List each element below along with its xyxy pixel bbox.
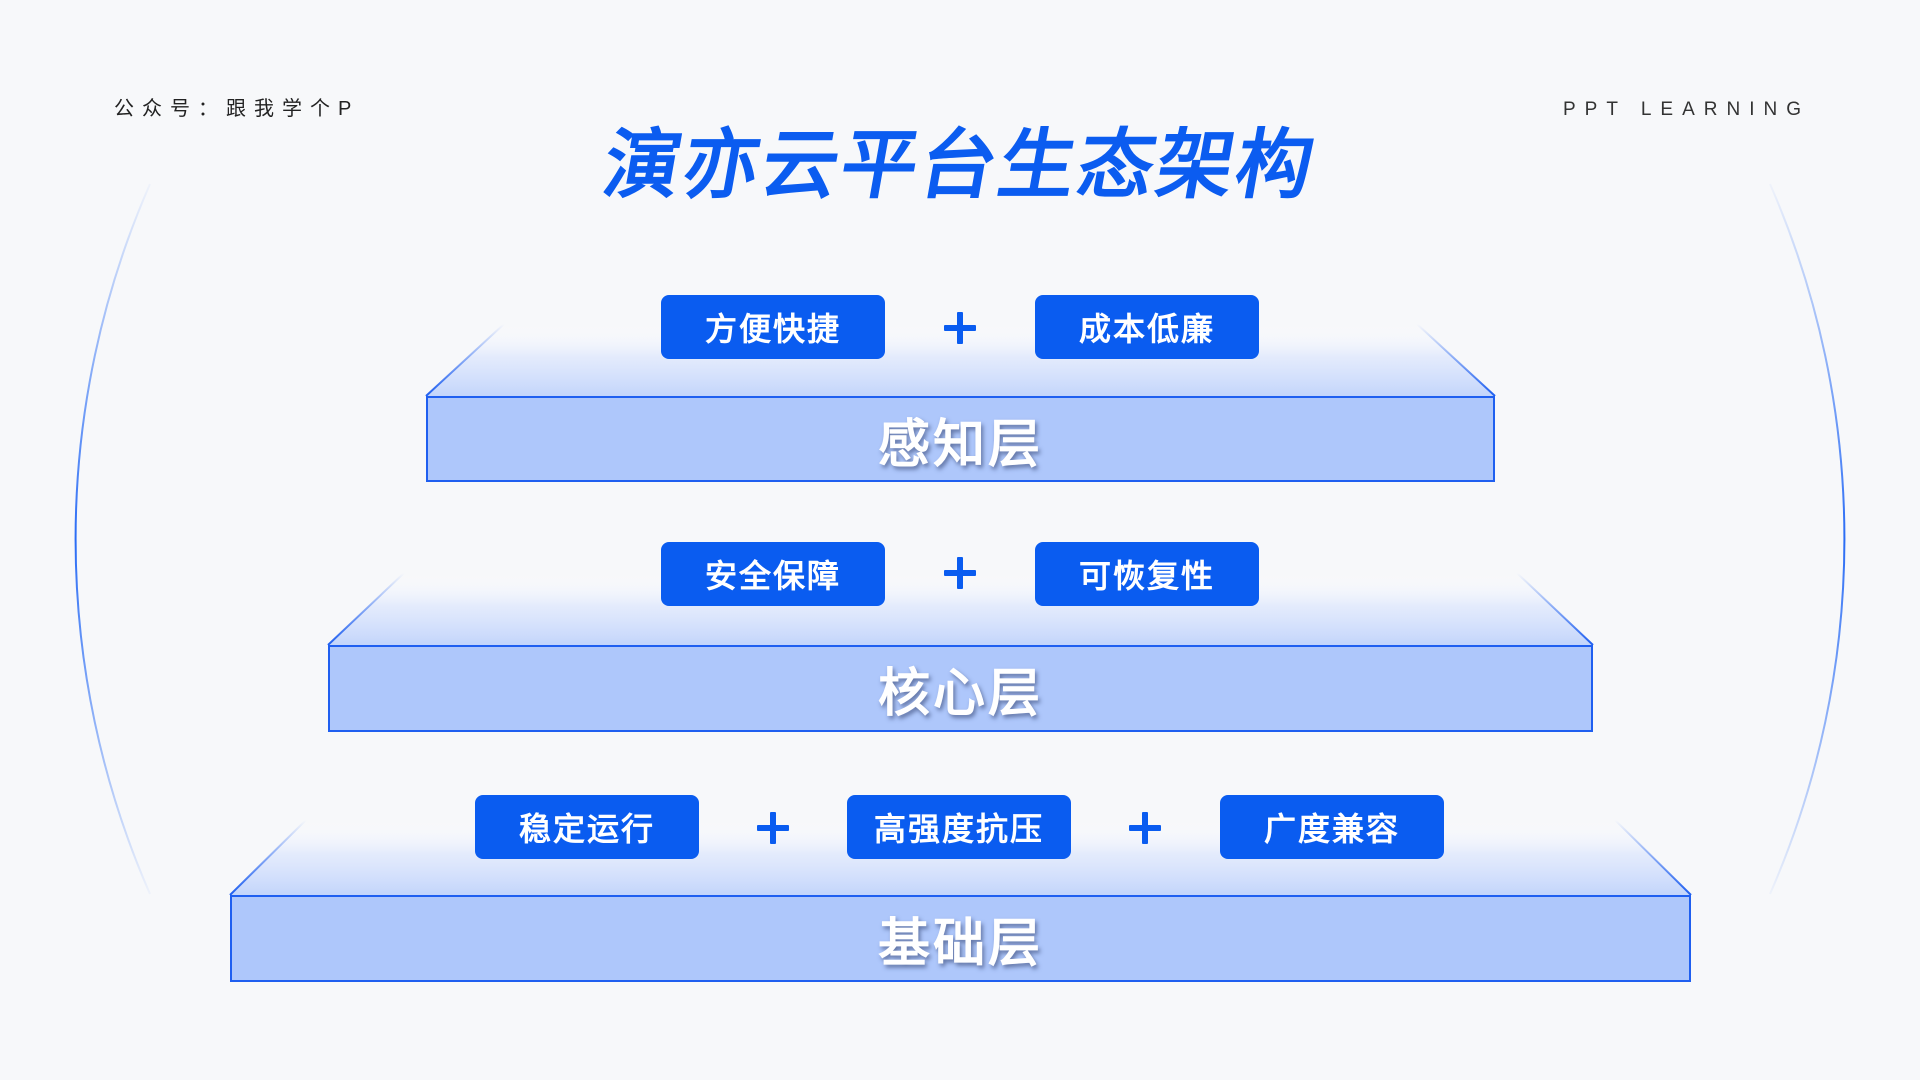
layer-box-foundation: 基础层 [230,895,1691,982]
plus-icon [944,557,976,589]
feature-pill: 广度兼容 [1220,795,1444,859]
layer3-top-edges [229,819,1692,896]
layer2-top-face [328,573,1593,645]
right-arc [1769,183,1846,895]
feature-pill: 方便快捷 [661,295,885,359]
left-arc [74,183,151,895]
layer2-top-edges [327,572,1594,646]
layer1-top-edges [425,323,1496,397]
feature-pill: 稳定运行 [475,795,699,859]
layer-label: 感知层 [877,415,1043,474]
account-label: 公众号：跟我学个P [114,98,360,120]
layer-label: 核心层 [877,665,1043,723]
brand-label: PPT LEARNING [1562,99,1810,120]
feature-pill: 高强度抗压 [847,795,1071,859]
feature-pill: 成本低廉 [1035,295,1259,359]
plus-icon [1129,812,1161,844]
feature-pill: 可恢复性 [1035,542,1259,606]
plus-icon [757,812,789,844]
feature-pill: 安全保障 [661,542,885,606]
plus-icon [944,312,976,344]
layer-box-core: 核心层 [328,645,1593,732]
layer-label: 基础层 [877,915,1043,973]
layer-box-perception: 感知层 [426,396,1495,482]
